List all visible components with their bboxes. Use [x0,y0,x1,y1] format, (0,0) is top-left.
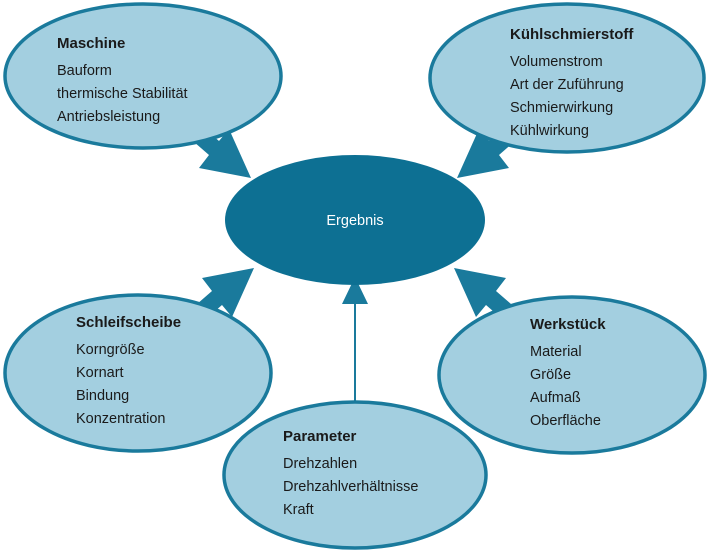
node-kuehlschmierstoff-item-1: Art der Zuführung [510,77,624,93]
node-werkstueck-title: Werkstück [530,316,606,333]
arrow-parameter-to-ergebnis [342,277,368,418]
node-ergebnis[interactable]: Ergebnis [225,155,485,285]
node-schleifscheibe-item-1: Kornart [76,365,124,381]
node-kuehlschmierstoff-item-2: Schmierwirkung [510,100,613,116]
node-maschine[interactable]: Maschine Bauform thermische Stabilität A… [3,2,283,150]
node-kuehlschmierstoff-item-0: Volumenstrom [510,54,603,70]
node-maschine-ellipse [3,2,283,150]
node-werkstueck-item-1: Größe [530,367,571,383]
node-parameter-item-1: Drehzahlverhältnisse [283,479,418,495]
node-schleifscheibe[interactable]: Schleifscheibe Korngröße Kornart Bindung… [3,293,273,453]
node-maschine-item-2: Antriebsleistung [57,109,160,125]
node-schleifscheibe-title: Schleifscheibe [76,314,181,331]
node-kuehlschmierstoff-ellipse [428,2,706,154]
node-werkstueck-item-3: Oberfläche [530,413,601,429]
node-ergebnis-ellipse [225,155,485,285]
node-schleifscheibe-item-3: Konzentration [76,411,165,427]
node-kuehlschmierstoff[interactable]: Kühlschmierstoff Volumenstrom Art der Zu… [428,2,706,154]
node-werkstueck-item-2: Aufmaß [530,390,581,406]
node-parameter-item-0: Drehzahlen [283,456,357,472]
node-schleifscheibe-item-0: Korngröße [76,342,145,358]
node-maschine-title: Maschine [57,35,125,52]
node-parameter-ellipse [222,400,488,550]
node-kuehlschmierstoff-title: Kühlschmierstoff [510,26,634,43]
node-werkstueck-item-0: Material [530,344,582,360]
node-ergebnis-label: Ergebnis [326,213,383,229]
node-werkstueck[interactable]: Werkstück Material Größe Aufmaß Oberfläc… [437,295,707,455]
node-maschine-item-1: thermische Stabilität [57,86,188,102]
node-schleifscheibe-item-2: Bindung [76,388,129,404]
node-parameter-item-2: Kraft [283,502,314,518]
node-parameter-title: Parameter [283,428,357,445]
node-schleifscheibe-ellipse [3,293,273,453]
node-maschine-item-0: Bauform [57,63,112,79]
node-parameter[interactable]: Parameter Drehzahlen Drehzahlverhältniss… [222,400,488,550]
node-werkstueck-ellipse [437,295,707,455]
node-kuehlschmierstoff-item-3: Kühlwirkung [510,123,589,139]
